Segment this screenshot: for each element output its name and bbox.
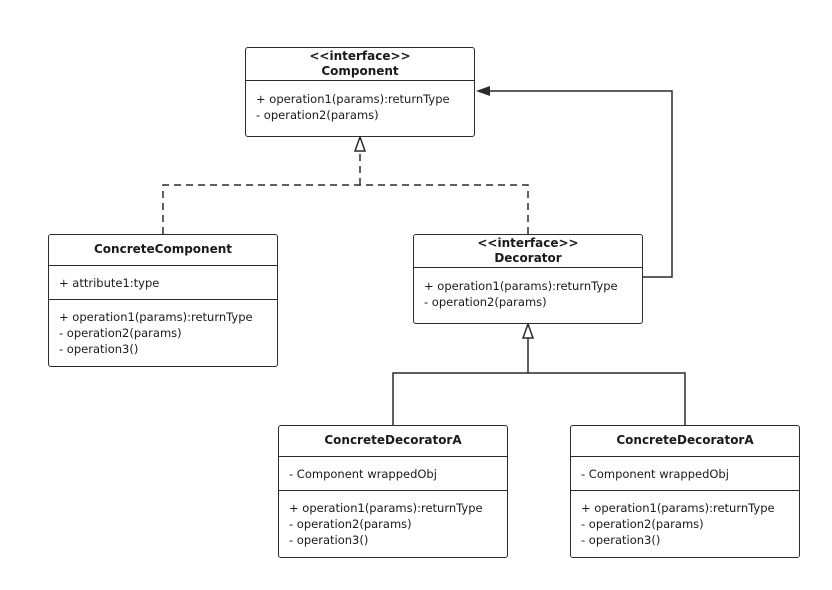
class-header: ConcreteDecoratorA	[571, 426, 799, 457]
operation: - operation3()	[289, 533, 369, 547]
attributes-section: + attribute1:type	[49, 266, 277, 300]
generalization-line-right	[528, 372, 686, 425]
generalization-line-left	[392, 372, 528, 425]
association-line	[490, 90, 673, 278]
operation: - operation2(params)	[581, 517, 704, 531]
class-component[interactable]: <<interface>> Component + operation1(par…	[245, 47, 475, 137]
operation: - operation2(params)	[289, 517, 412, 531]
hollow-arrowhead-icon	[521, 321, 535, 339]
operation: + operation1(params):returnType	[424, 279, 618, 293]
attributes-section: - Component wrappedObj	[279, 457, 507, 491]
operation: - operation2(params)	[59, 326, 182, 340]
operation: + operation1(params):returnType	[256, 92, 450, 106]
stereotype-label: <<interface>>	[477, 236, 579, 250]
operation: - operation2(params)	[424, 295, 547, 309]
class-decorator[interactable]: <<interface>> Decorator + operation1(par…	[413, 234, 643, 324]
operation: - operation3()	[59, 342, 139, 356]
operations-section: + operation1(params):returnType - operat…	[414, 268, 642, 314]
attributes-section: - Component wrappedObj	[571, 457, 799, 491]
realization-line-decorator	[360, 184, 529, 234]
association-connector	[476, 86, 673, 278]
operations-section: + operation1(params):returnType - operat…	[571, 491, 799, 552]
realization-connector	[162, 134, 529, 234]
stereotype-label: <<interface>>	[309, 49, 411, 63]
class-name: ConcreteComponent	[94, 242, 232, 256]
class-header: <<interface>> Component	[246, 48, 474, 81]
class-name: ConcreteDecoratorA	[616, 433, 754, 447]
class-name: Component	[321, 64, 399, 78]
operations-section: + operation1(params):returnType - operat…	[279, 491, 507, 552]
operation: + operation1(params):returnType	[581, 501, 775, 515]
operations-section: + operation1(params):returnType - operat…	[49, 300, 277, 361]
hollow-arrowhead-icon	[353, 134, 367, 152]
operation: + operation1(params):returnType	[289, 501, 483, 515]
operation: - operation3()	[581, 533, 661, 547]
class-concrete-decorator-a[interactable]: ConcreteDecoratorA - Component wrappedOb…	[570, 425, 800, 558]
class-name: Decorator	[494, 251, 562, 265]
class-concrete-component[interactable]: ConcreteComponent + attribute1:type + op…	[48, 234, 278, 367]
class-header: ConcreteComponent	[49, 235, 277, 266]
operation: - operation2(params)	[256, 108, 379, 122]
operations-section: + operation1(params):returnType - operat…	[246, 81, 474, 127]
realization-line-concrete-component	[162, 184, 360, 234]
class-header: ConcreteDecoratorA	[279, 426, 507, 457]
attribute: - Component wrappedObj	[581, 467, 729, 481]
generalization-connector	[392, 321, 686, 425]
class-concrete-decorator-a[interactable]: ConcreteDecoratorA - Component wrappedOb…	[278, 425, 508, 558]
class-header: <<interface>> Decorator	[414, 235, 642, 268]
attribute: - Component wrappedObj	[289, 467, 437, 481]
operation: + operation1(params):returnType	[59, 310, 253, 324]
class-name: ConcreteDecoratorA	[324, 433, 462, 447]
attribute: + attribute1:type	[59, 276, 160, 290]
filled-arrowhead-icon	[476, 86, 490, 96]
